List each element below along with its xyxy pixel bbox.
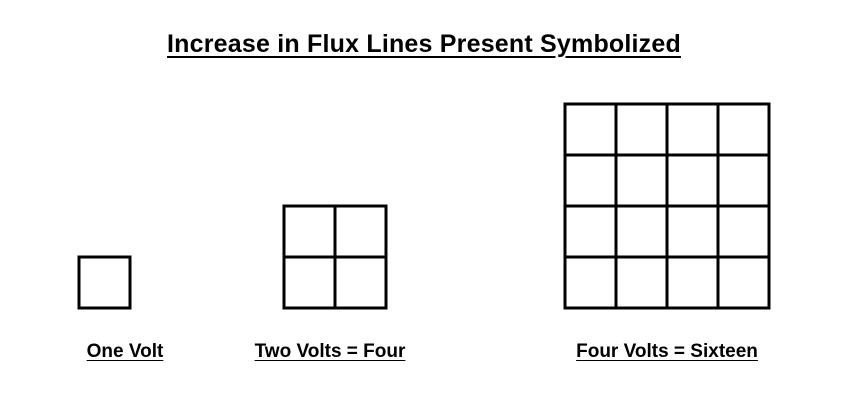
flux-cell	[563, 204, 618, 259]
flux-cell	[563, 255, 618, 310]
flux-cell	[665, 204, 720, 259]
flux-cell	[716, 102, 771, 157]
flux-cell	[282, 255, 337, 310]
four-volts-label: Four Volts = Sixteen	[576, 341, 758, 362]
flux-cell	[614, 255, 669, 310]
flux-cell	[333, 204, 388, 259]
flux-cell	[282, 204, 337, 259]
flux-cell	[563, 102, 618, 157]
two-volts-grid	[282, 204, 388, 310]
one-volt-label: One Volt	[86, 341, 164, 362]
flux-cell	[614, 102, 669, 157]
flux-cell	[333, 255, 388, 310]
flux-cell	[563, 153, 618, 208]
diagram-title: Increase in Flux Lines Present Symbolize…	[167, 30, 681, 58]
flux-cell	[716, 255, 771, 310]
flux-cell	[77, 255, 132, 310]
flux-cell	[716, 153, 771, 208]
flux-cell	[665, 102, 720, 157]
one-volt-grid	[77, 255, 132, 310]
two-volts-label: Two Volts = Four	[254, 341, 406, 362]
flux-cell	[614, 204, 669, 259]
flux-cell	[614, 153, 669, 208]
flux-cell	[665, 153, 720, 208]
flux-cell	[665, 255, 720, 310]
four-volts-grid	[563, 102, 771, 310]
flux-cell	[716, 204, 771, 259]
